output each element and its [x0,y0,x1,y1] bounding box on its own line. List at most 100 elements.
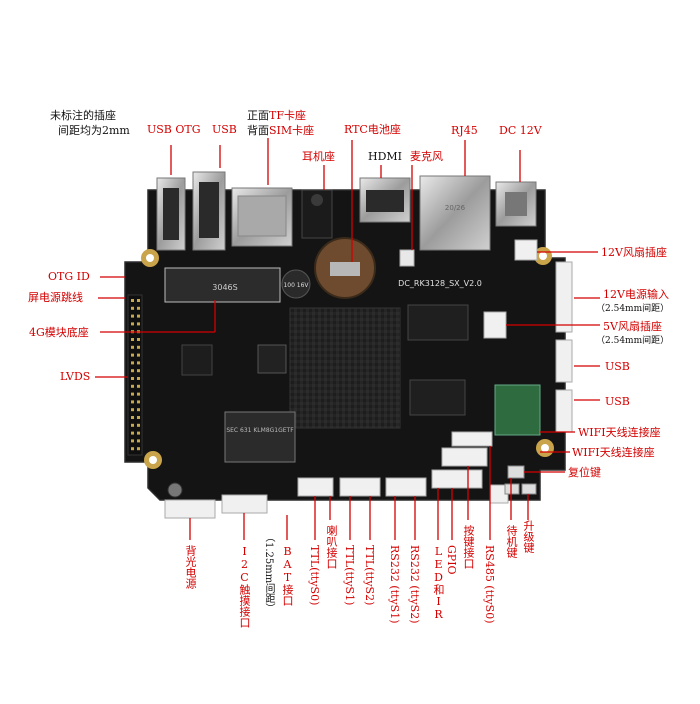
label-bat: BAT接口 [281,545,294,606]
lvds-pin [131,369,134,373]
label-rtc: RTC电池座 [344,123,401,136]
label-hdmi: HDMI [368,150,403,163]
ram-chip-2 [409,379,466,416]
wifi-module [494,384,541,436]
lvds-pin [131,322,134,326]
label-4g-module: 4G模块底座 [29,326,89,339]
sim-red: SIM卡座 [269,124,315,137]
lvds-pin [137,384,140,388]
standby-button-graphic [504,483,520,495]
lvds-pin [131,299,134,302]
reset-button-graphic [507,465,525,479]
lvds-pin [137,392,140,396]
label-fan12: 12V风扇插座 [601,246,667,259]
ic-chip [181,344,213,376]
upgrade-button-graphic [521,483,537,495]
module-4g-socket [164,267,281,303]
label-wifi-1: WIFI天线连接座 [578,426,661,439]
sim-prefix: 背面 [247,124,269,137]
lvds-pin [131,439,134,443]
label-sim-slot: 背面SIM卡座 [247,124,314,137]
note-line1: 未标注的插座 [50,109,116,122]
lvds-pin [131,361,134,365]
tf-prefix: 正面 [247,109,269,122]
lvds-pin [131,353,134,357]
lvds-pin [137,345,140,349]
label-usb-right-1: USB [605,360,630,373]
fan12-connector [514,239,538,261]
chip-4g-text: 3046S [212,283,237,292]
lvds-pin [131,416,134,419]
bottom-connectors [164,431,509,519]
lvds-pin [137,447,140,451]
label-dc: DC 12V [499,124,542,137]
lvds-pin [137,408,140,412]
label-i2c: I2C触摸接口 [238,545,251,628]
lvds-pin [131,408,134,412]
label-led-ir: LED和IR [432,545,445,621]
label-tf-slot: 正面TF卡座 [247,109,306,122]
lvds-pin [137,439,140,443]
lvds-pin [131,306,134,310]
lvds-pin [137,353,140,357]
mic-connector [399,249,415,267]
lvds-pin [131,447,134,451]
lvds-pin [131,314,134,318]
usb-header-1 [555,339,573,383]
label-power12: 12V电源输入 [603,288,669,301]
lvds-pin [131,338,134,341]
lvds-header [127,294,143,456]
label-power12-sub: （2.54mm间距） [596,304,670,314]
label-mic: 麦克风 [410,150,443,163]
svg-text:20/26: 20/26 [445,204,466,212]
label-backlight: 背光电源 [184,545,197,589]
label-usb-otg: USB OTG [147,123,201,136]
emmc-chip [224,411,296,463]
fan5-connector [483,311,507,339]
lvds-pin [131,423,134,427]
usb-header-2 [555,389,573,433]
lvds-pin [137,423,140,427]
note-line2: 间距均为2mm [58,124,130,137]
label-reset: 复位键 [568,466,601,479]
label-usb-right-2: USB [605,395,630,408]
capacitor [281,269,311,299]
lvds-pin [131,384,134,388]
lvds-pin [131,400,134,404]
lvds-pin [131,392,134,396]
label-keys: 按键接口 [462,525,475,569]
lvds-pin [137,361,140,365]
screw [167,482,183,498]
label-ttl0: TTL(ttyS0) [308,545,321,606]
label-speaker: 喇叭接口 [325,525,338,569]
lvds-pin [137,306,140,310]
lvds-pin [137,369,140,373]
pointer-lines [95,138,600,540]
board-model-text: DC_RK3128_SX_V2.0 [398,279,482,288]
ram-chip-1 [407,304,469,341]
label-gpio: GPIO [445,545,458,575]
lvds-pin [137,322,140,326]
label-fan5: 5V风扇插座 [603,320,662,333]
lvds-pin [137,416,140,419]
label-ttl2: TTL(ttyS2) [363,545,376,606]
lvds-pin [131,345,134,349]
lvds-pin [137,377,140,380]
power12-connector [555,261,573,333]
label-rj45: RJ45 [451,124,478,137]
rj45-port-graphic [419,175,491,251]
spacing-note: 未标注的插座 间距均为2mm [50,108,130,138]
lvds-pin [137,299,140,302]
lvds-pin [137,400,140,404]
label-rs232-2: RS232 (ttyS2) [408,545,421,624]
lvds-pin [137,314,140,318]
label-rs485: RS485 (ttyS0) [483,545,496,624]
label-standby: 待机键 [505,525,518,558]
lvds-pin [131,431,134,435]
label-rs232-1: RS232 (ttyS1) [388,545,401,624]
label-usb-top: USB [212,123,237,136]
usb-port-graphic [192,171,226,251]
lvds-pin [131,377,134,380]
